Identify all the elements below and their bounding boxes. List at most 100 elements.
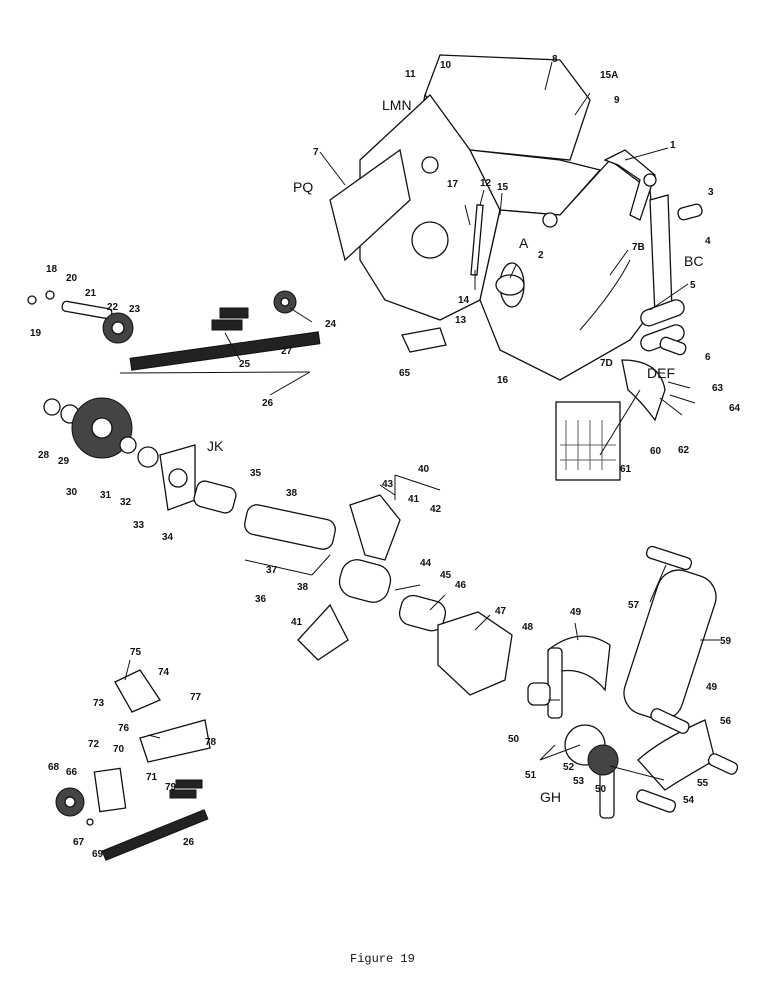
label-6: 6 (705, 352, 711, 363)
label-26: 26 (262, 398, 274, 409)
label-66: 66 (66, 767, 78, 778)
housing-assembly (329, 54, 703, 481)
label-59: 59 (720, 636, 732, 647)
label-3: 3 (708, 187, 714, 198)
label-55: 55 (697, 778, 709, 789)
label-78: 78 (205, 737, 217, 748)
label-15: 15 (497, 182, 509, 193)
label-32: 32 (120, 497, 132, 508)
label-22: 22 (107, 302, 119, 313)
label-7: 7 (313, 147, 319, 158)
label-56: 56 (720, 716, 732, 727)
label-27: 27 (281, 346, 293, 357)
label-77: 77 (190, 692, 202, 703)
label-17: 17 (447, 179, 459, 190)
label-75: 75 (130, 647, 142, 658)
label-bc: BC (684, 253, 703, 269)
main-sprocket-group (43, 397, 196, 511)
letter-labels: LMN PQ A BC DEF JK GH (207, 97, 703, 805)
label-31: 31 (100, 490, 112, 501)
label-25: 25 (239, 359, 251, 370)
label-4: 4 (705, 236, 711, 247)
label-41-lower: 41 (291, 617, 303, 628)
label-14: 14 (458, 295, 470, 306)
label-68: 68 (48, 762, 60, 773)
label-10: 10 (440, 60, 452, 71)
label-61: 61 (620, 464, 632, 475)
label-5: 5 (690, 280, 696, 291)
lift-cylinder-group (527, 545, 739, 819)
label-30: 30 (66, 487, 78, 498)
label-69: 69 (92, 849, 104, 860)
label-50: 50 (508, 734, 520, 745)
label-8: 8 (552, 54, 558, 65)
label-lmn: LMN (382, 97, 412, 113)
label-20: 20 (66, 273, 78, 284)
label-57: 57 (628, 600, 640, 611)
label-51: 51 (525, 770, 537, 781)
label-38: 38 (286, 488, 298, 499)
label-70: 70 (113, 744, 125, 755)
label-11: 11 (405, 69, 416, 80)
label-40: 40 (418, 464, 430, 475)
label-24: 24 (325, 319, 337, 330)
label-13: 13 (455, 315, 467, 326)
label-a: A (519, 235, 529, 251)
label-44: 44 (420, 558, 432, 569)
label-49: 49 (570, 607, 582, 618)
label-49-right: 49 (706, 682, 718, 693)
label-38-lower: 38 (297, 582, 309, 593)
label-65: 65 (399, 368, 411, 379)
label-21: 21 (85, 288, 97, 299)
label-15a: 15A (600, 70, 618, 81)
label-7d: 7D (600, 358, 613, 369)
label-62: 62 (678, 445, 690, 456)
label-64: 64 (729, 403, 741, 414)
figure-caption: Figure 19 (350, 952, 415, 966)
leader-lines (119, 61, 720, 781)
shaft-assembly (193, 480, 513, 696)
label-41: 41 (408, 494, 420, 505)
label-23: 23 (129, 304, 141, 315)
label-pq: PQ (293, 179, 313, 195)
label-76: 76 (118, 723, 130, 734)
label-67: 67 (73, 837, 85, 848)
label-42: 42 (430, 504, 442, 515)
label-74: 74 (158, 667, 170, 678)
label-54: 54 (683, 795, 695, 806)
label-50-lower: 50 (595, 784, 607, 795)
label-16: 16 (497, 375, 509, 386)
label-47: 47 (495, 606, 507, 617)
label-18: 18 (46, 264, 58, 275)
label-63: 63 (712, 383, 724, 394)
label-def: DEF (647, 365, 675, 381)
label-19: 19 (30, 328, 42, 339)
label-45: 45 (440, 570, 452, 581)
label-29: 29 (58, 456, 70, 467)
lower-sprocket-group (55, 669, 211, 861)
label-43: 43 (382, 479, 394, 490)
label-28: 28 (38, 450, 50, 461)
label-gh: GH (540, 789, 561, 805)
label-jk: JK (207, 438, 224, 454)
label-2: 2 (538, 250, 544, 261)
label-1: 1 (670, 140, 676, 151)
label-46: 46 (455, 580, 467, 591)
label-35: 35 (250, 468, 262, 479)
label-7b: 7B (632, 242, 645, 253)
part-number-labels: 1 2 3 4 5 6 7 8 9 10 11 12 13 14 15 15A … (30, 54, 741, 860)
label-73: 73 (93, 698, 105, 709)
label-9: 9 (614, 95, 620, 106)
label-52: 52 (563, 762, 575, 773)
label-48: 48 (522, 622, 534, 633)
label-60: 60 (650, 446, 662, 457)
label-72: 72 (88, 739, 100, 750)
label-71: 71 (146, 772, 158, 783)
label-34: 34 (162, 532, 174, 543)
label-36: 36 (255, 594, 267, 605)
label-79: 79 (165, 782, 177, 793)
drive-sprocket-group (27, 290, 321, 371)
label-33: 33 (133, 520, 145, 531)
